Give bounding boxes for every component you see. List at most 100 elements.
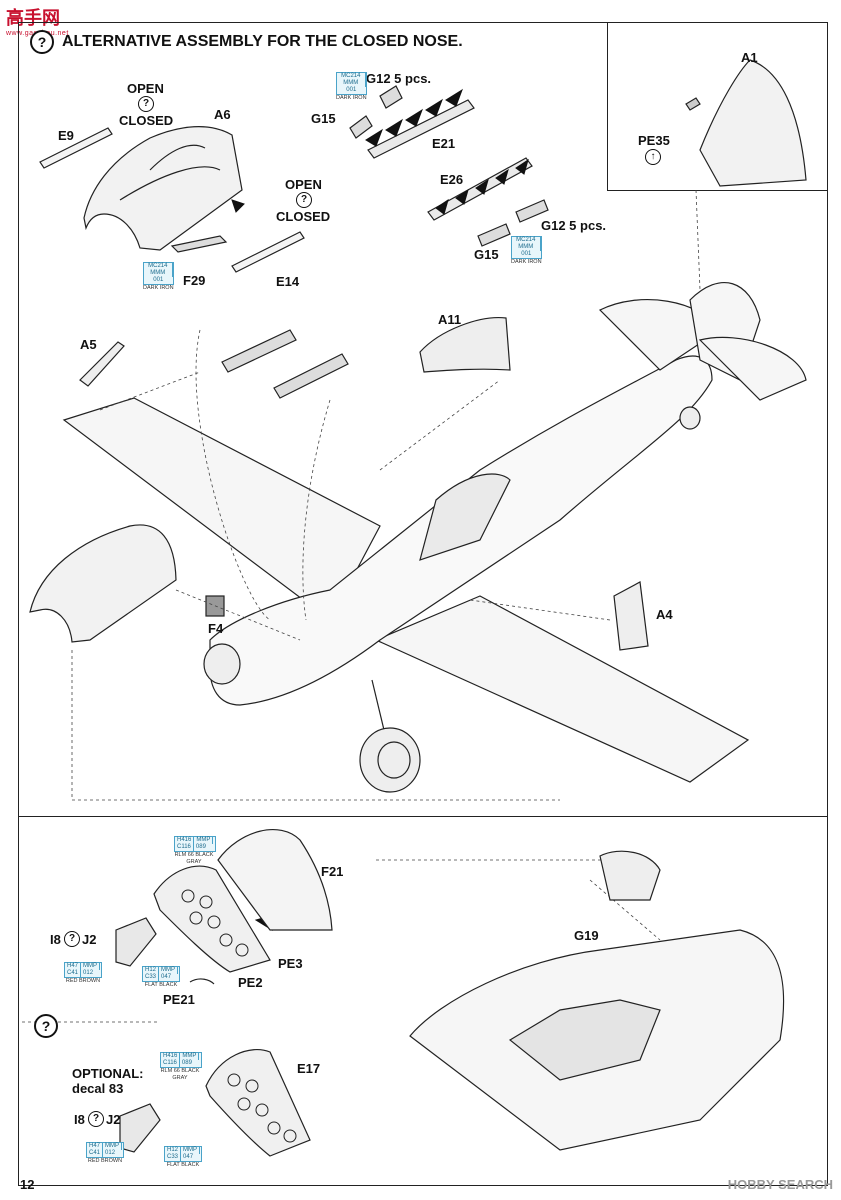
- airplane-landing-gear: [371, 679, 385, 731]
- part-label-i8: I8: [50, 932, 61, 947]
- part-label-a11: A11: [438, 312, 462, 327]
- paint-name: FLAT BLACK: [166, 1162, 200, 1168]
- airplane-main-wheel: [359, 727, 421, 793]
- part-pe21-wire: [189, 978, 215, 985]
- part-label-a6: A6: [214, 107, 231, 122]
- paint-callout-red-brown-b: H47 MMP C41 012 RED BROWN: [86, 1142, 124, 1165]
- paint-code: MMM: [337, 80, 366, 87]
- page-number: 12: [20, 1177, 35, 1192]
- paint-code: 001: [346, 87, 357, 93]
- paint-code: MMM: [144, 270, 173, 277]
- top-section-frame: [18, 22, 828, 817]
- part-e21-rail: [367, 99, 475, 159]
- part-label-f29: F29: [183, 273, 206, 288]
- part-i8-j2-b: [119, 1103, 161, 1153]
- help-question-icon-bottom: ?: [34, 1014, 58, 1038]
- bend-direction-icon: ↑: [645, 149, 661, 165]
- part-a5: [79, 341, 125, 387]
- part-a6-cowling: [83, 126, 243, 251]
- paint-code: MMM: [512, 244, 541, 251]
- inset-a1-panel: [699, 59, 807, 187]
- paint-code: MC214: [337, 73, 366, 80]
- part-label-f4: F4: [208, 621, 224, 636]
- paint-code: MMP: [81, 963, 101, 970]
- part-label-a4: A4: [656, 607, 673, 622]
- part-label-j2-b: J2: [106, 1112, 121, 1127]
- paint-code: MMP: [103, 1143, 123, 1150]
- paint-name: RLM 66 BLACK GRAY: [174, 852, 214, 865]
- paint-code: H12: [143, 967, 160, 974]
- open-closed-choice-icon-1: ?: [138, 96, 154, 112]
- airplane-elevator: [698, 336, 807, 401]
- paint-code: MC214: [512, 237, 541, 244]
- paint-code: C116: [161, 1060, 180, 1067]
- part-label-g12-top: G12 5 pcs.: [366, 71, 432, 86]
- paint-code: C41: [87, 1150, 104, 1157]
- part-i8-j2: [115, 917, 157, 967]
- part-label-f21: F21: [321, 864, 344, 879]
- airplane-left-wing: [62, 397, 381, 621]
- part-a4: [613, 581, 649, 651]
- paint-callout-dark-iron-2: MC214 MMM 001 DARK IRON: [143, 262, 174, 292]
- part-g19-panel: [599, 850, 661, 901]
- bottom-section-frame: [18, 815, 828, 1186]
- site-watermark-chars: 高手网: [6, 8, 60, 28]
- paint-name: DARK IRON: [336, 95, 367, 101]
- part-label-e21: E21: [432, 136, 456, 151]
- paint-code: 047: [161, 974, 172, 980]
- hobby-search-watermark: HOBBY SEARCH: [727, 1177, 833, 1192]
- paint-name: RED BROWN: [87, 1158, 123, 1164]
- label-open-1: OPEN: [127, 81, 164, 96]
- part-label-g15-top: G15: [311, 111, 336, 126]
- label-closed-2: CLOSED: [276, 209, 331, 224]
- paint-code: MMP: [159, 967, 179, 974]
- paint-name: DARK IRON: [511, 259, 542, 265]
- open-closed-choice-icon-2: ?: [296, 192, 312, 208]
- paint-callout-black-gray: H416 MMP C116 089 RLM 66 BLACK GRAY: [174, 836, 216, 866]
- part-exhaust-right: [273, 353, 349, 399]
- label-open-2: OPEN: [285, 177, 322, 192]
- paint-code: H12: [165, 1147, 182, 1154]
- paint-code: H47: [87, 1143, 104, 1150]
- choice-icon-i8-j2-b: ?: [88, 1111, 104, 1127]
- paint-callout-dark-iron-3: MC214 MMM 001 DARK IRON: [511, 236, 542, 266]
- paint-code: H416: [175, 837, 195, 844]
- paint-name: FLAT BLACK: [144, 982, 178, 988]
- paint-code: C116: [175, 844, 194, 851]
- paint-code: 001: [521, 251, 532, 257]
- part-label-g15-bottom: G15: [474, 247, 499, 262]
- part-f21-panel: [217, 829, 333, 931]
- part-cowling-removed: [29, 524, 177, 643]
- paint-code: 089: [195, 844, 206, 850]
- paint-code: H416: [161, 1053, 181, 1060]
- section-title: ALTERNATIVE ASSEMBLY FOR THE CLOSED NOSE…: [62, 33, 463, 50]
- paint-code: MC214: [144, 263, 173, 270]
- paint-code: C41: [65, 970, 82, 977]
- part-f29: [170, 235, 228, 253]
- part-label-pe35: PE35: [638, 133, 670, 148]
- paint-name: RED BROWN: [65, 978, 101, 984]
- part-label-j2: J2: [82, 932, 97, 947]
- part-label-g12-bottom: G12 5 pcs.: [541, 218, 607, 233]
- paint-callout-flat-black-b: H12 MMP C33 047 FLAT BLACK: [164, 1146, 202, 1169]
- paint-code: MMP: [181, 1147, 201, 1154]
- optional-label: OPTIONAL:: [72, 1066, 144, 1081]
- paint-code: C33: [143, 974, 160, 981]
- paint-code: H47: [65, 963, 82, 970]
- part-label-e14: E14: [276, 274, 300, 289]
- part-exhaust-left: [221, 329, 297, 373]
- paint-callout-flat-black: H12 MMP C33 047 FLAT BLACK: [142, 966, 180, 989]
- paint-code: 012: [83, 970, 94, 976]
- inset-frame: [607, 22, 827, 191]
- part-label-pe3: PE3: [278, 956, 303, 971]
- part-label-g19: G19: [574, 928, 599, 943]
- paint-code: MMP: [194, 837, 214, 844]
- paint-callout-red-brown: H47 MMP C41 012 RED BROWN: [64, 962, 102, 985]
- optional-decal-label: decal 83: [72, 1081, 124, 1096]
- part-e9-strip: [39, 127, 113, 169]
- part-label-e17: E17: [297, 1061, 321, 1076]
- label-closed-1: CLOSED: [119, 113, 174, 128]
- paint-name: RLM 66 BLACK GRAY: [160, 1068, 200, 1081]
- part-label-pe21: PE21: [163, 992, 195, 1007]
